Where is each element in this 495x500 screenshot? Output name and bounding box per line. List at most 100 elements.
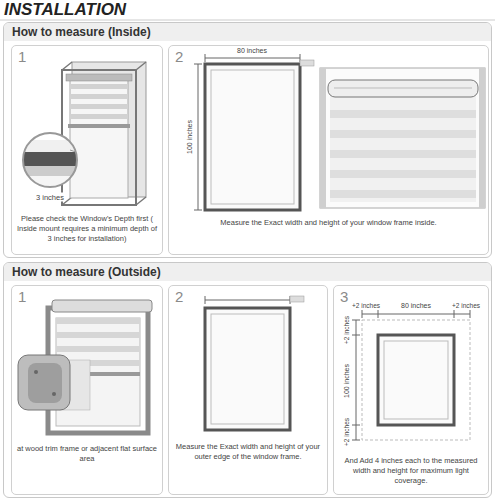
dimension-line [194, 210, 202, 211]
dimension-line [352, 425, 360, 426]
headrail-closeup [330, 96, 476, 202]
dimension-line [378, 310, 379, 318]
trim-mount-figure [56, 346, 140, 352]
step-number: 3 [340, 288, 348, 305]
dimension-line [352, 440, 360, 441]
step-number: 2 [175, 48, 183, 65]
headrail-closeup [330, 130, 476, 138]
section-panel: How to measure (Inside) 1Please check the… [3, 22, 492, 258]
dimension-line [194, 64, 202, 65]
step-card: 1Please check the Window's Depth first (… [11, 45, 163, 255]
page-title: INSTALLATION [4, 0, 126, 20]
dimension-label: +2 inches [343, 417, 350, 447]
step-card: 2Measure the Exact width and height of y… [168, 285, 328, 495]
dimension-line [352, 320, 360, 321]
end-cap-closeup [28, 363, 62, 403]
section-panel: How to measure (Outside) 1 at wood trim fr… [3, 262, 492, 498]
window-depth-figure [136, 197, 146, 205]
step-number: 2 [175, 288, 183, 305]
depth-magnifier [23, 133, 77, 187]
dimension-label: +2 inches [343, 315, 350, 345]
dimension-line [352, 335, 360, 336]
window-frame [205, 296, 304, 430]
window-frame [290, 296, 304, 302]
section-heading: How to measure (Inside) [4, 23, 491, 41]
window-frame [205, 308, 290, 430]
step-caption: Please check the Window's Depth first ( … [16, 214, 158, 243]
dimension-line [205, 54, 206, 62]
depth-magnifier [70, 150, 76, 152]
coverage-area [362, 320, 470, 440]
dimension-label: 100 inches [343, 363, 350, 399]
dimension-line [205, 58, 300, 59]
dimension-label: 3 inches [35, 193, 65, 202]
trim-mount-figure [56, 318, 140, 324]
step-caption: at wood trim frame or adjacent flat surf… [16, 444, 158, 464]
window-frame [378, 335, 454, 425]
dimension-line [352, 310, 470, 440]
step-card: 3And Add 4 inches each to the measured w… [333, 285, 489, 495]
window-depth-figure [70, 78, 128, 198]
trim-mount-figure [56, 332, 140, 338]
headrail-closeup [330, 110, 476, 118]
headrail-closeup [330, 170, 476, 178]
dimension-line [205, 300, 290, 301]
headrail-closeup [330, 150, 476, 158]
trim-mount-figure [52, 300, 152, 312]
step-caption: Measure the Exact width and height of yo… [173, 218, 484, 228]
window-depth-figure [70, 84, 128, 89]
headrail-closeup [334, 88, 472, 89]
window-depth-figure [62, 70, 136, 205]
end-cap-closeup [34, 370, 38, 374]
dimension-line [198, 64, 199, 210]
dimension-label: 80 inches [236, 47, 268, 54]
dimension-label: 80 inches [400, 302, 432, 309]
window-depth-figure [66, 74, 132, 81]
step-number: 1 [18, 288, 26, 305]
window-depth-figure [70, 114, 128, 119]
step-caption: Measure the Exact width and height of yo… [173, 442, 323, 462]
headrail-closeup [328, 80, 478, 97]
window-depth-figure [70, 94, 128, 99]
dimension-line [362, 310, 363, 318]
dimension-line [470, 310, 471, 318]
dimension-line [205, 296, 290, 304]
window-frame [205, 64, 300, 210]
headrail-closeup [330, 190, 476, 198]
end-cap-closeup [18, 355, 90, 410]
window-frame [378, 335, 454, 425]
window-frame [384, 341, 448, 419]
window-frame [211, 314, 284, 424]
dimension-label: +2 inches [451, 302, 481, 309]
window-depth-figure [62, 62, 146, 205]
dimension-line [205, 296, 206, 304]
step-card: 2Measure the Exact width and height of y… [168, 45, 489, 255]
window-frame [211, 70, 294, 204]
window-depth-figure [136, 62, 146, 70]
window-frame [205, 60, 314, 210]
headrail-closeup [320, 68, 485, 208]
depth-magnifier [20, 166, 80, 176]
section-heading: How to measure (Outside) [4, 263, 491, 281]
dimension-line [194, 54, 300, 210]
depth-magnifier [20, 152, 80, 166]
dimension-label: 100 inches [186, 119, 193, 155]
window-depth-figure [68, 124, 130, 128]
headrail-closeup [479, 68, 485, 208]
depth-magnifier [20, 133, 80, 190]
end-cap-closeup [18, 355, 70, 410]
window-depth-figure [62, 62, 72, 70]
dimension-line [454, 310, 455, 318]
step-number: 1 [18, 48, 26, 65]
dimension-label: +2 inches [351, 302, 381, 309]
window-frame [300, 60, 314, 66]
step-card: 1 at wood trim frame or adjacent flat sur… [11, 285, 163, 495]
step-caption: And Add 4 inches each to the measured wi… [338, 456, 484, 485]
headrail-closeup [320, 68, 485, 208]
window-depth-figure [70, 104, 128, 109]
dimension-line [356, 320, 357, 440]
end-cap-closeup [52, 392, 56, 396]
depth-magnifier [20, 140, 80, 190]
title-rule [0, 20, 495, 21]
